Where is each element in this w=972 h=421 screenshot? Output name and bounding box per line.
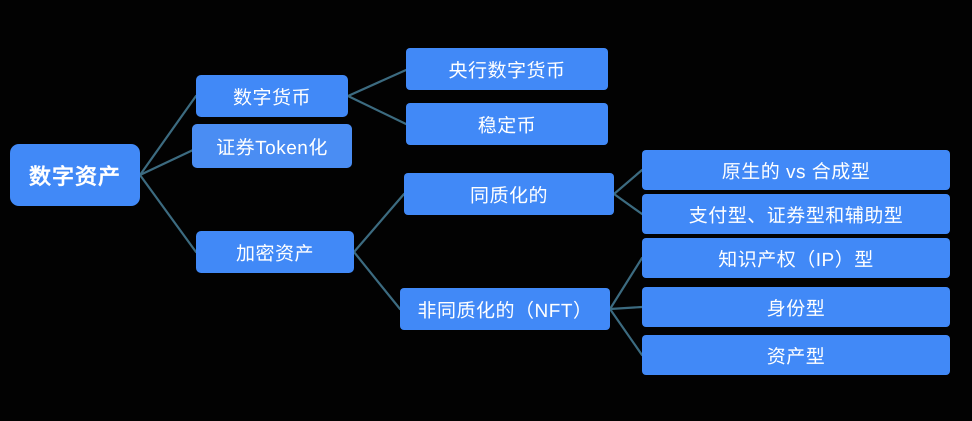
- node-fungible[interactable]: 同质化的: [404, 173, 614, 215]
- edge-root-to-security-token: [138, 148, 195, 177]
- edge-root-to-digital-currency: [138, 94, 198, 177]
- node-native-vs-synthetic[interactable]: 原生的 vs 合成型: [642, 150, 950, 190]
- node-label: 稳定币: [477, 115, 537, 137]
- node-digital-currency[interactable]: 数字货币: [196, 75, 348, 117]
- edge-root-to-crypto-asset: [138, 173, 198, 254]
- node-label: 数字货币: [232, 87, 311, 109]
- edge-nft-to-asset: [608, 307, 644, 357]
- edge-dc-to-cbdc: [346, 68, 408, 98]
- node-root-digital-asset[interactable]: 数字资产: [10, 144, 140, 206]
- edge-dc-to-stablecoin: [346, 94, 408, 126]
- node-label: 加密资产: [235, 243, 314, 265]
- node-central-bank-digital-currency[interactable]: 央行数字货币: [406, 48, 608, 90]
- node-label: 支付型、证券型和辅助型: [688, 205, 904, 227]
- edge-nft-to-identity: [608, 305, 644, 311]
- node-label: 同质化的: [469, 185, 548, 207]
- node-label: 数字资产: [28, 164, 121, 189]
- node-stablecoin[interactable]: 稳定币: [406, 103, 608, 145]
- node-label: 资产型: [766, 346, 826, 368]
- edge-crypto-to-fungible: [352, 192, 406, 254]
- node-crypto-asset[interactable]: 加密资产: [196, 231, 354, 273]
- edge-crypto-to-nft: [352, 250, 402, 311]
- node-label: 证券Token化: [216, 137, 328, 159]
- node-label: 原生的 vs 合成型: [721, 161, 871, 183]
- edge-fungible-to-payment: [612, 192, 644, 216]
- node-payment-security-utility[interactable]: 支付型、证券型和辅助型: [642, 194, 950, 234]
- node-identity[interactable]: 身份型: [642, 287, 950, 327]
- node-security-tokenization[interactable]: 证券Token化: [192, 124, 352, 168]
- node-label: 知识产权（IP）型: [718, 249, 874, 271]
- node-label: 身份型: [766, 298, 826, 320]
- edge-fungible-to-native: [612, 168, 644, 196]
- node-label: 非同质化的（NFT）: [417, 300, 593, 322]
- edge-nft-to-ip: [608, 256, 644, 311]
- node-asset-type[interactable]: 资产型: [642, 335, 950, 375]
- node-intellectual-property[interactable]: 知识产权（IP）型: [642, 238, 950, 278]
- node-label: 央行数字货币: [448, 60, 566, 82]
- node-non-fungible-nft[interactable]: 非同质化的（NFT）: [400, 288, 610, 330]
